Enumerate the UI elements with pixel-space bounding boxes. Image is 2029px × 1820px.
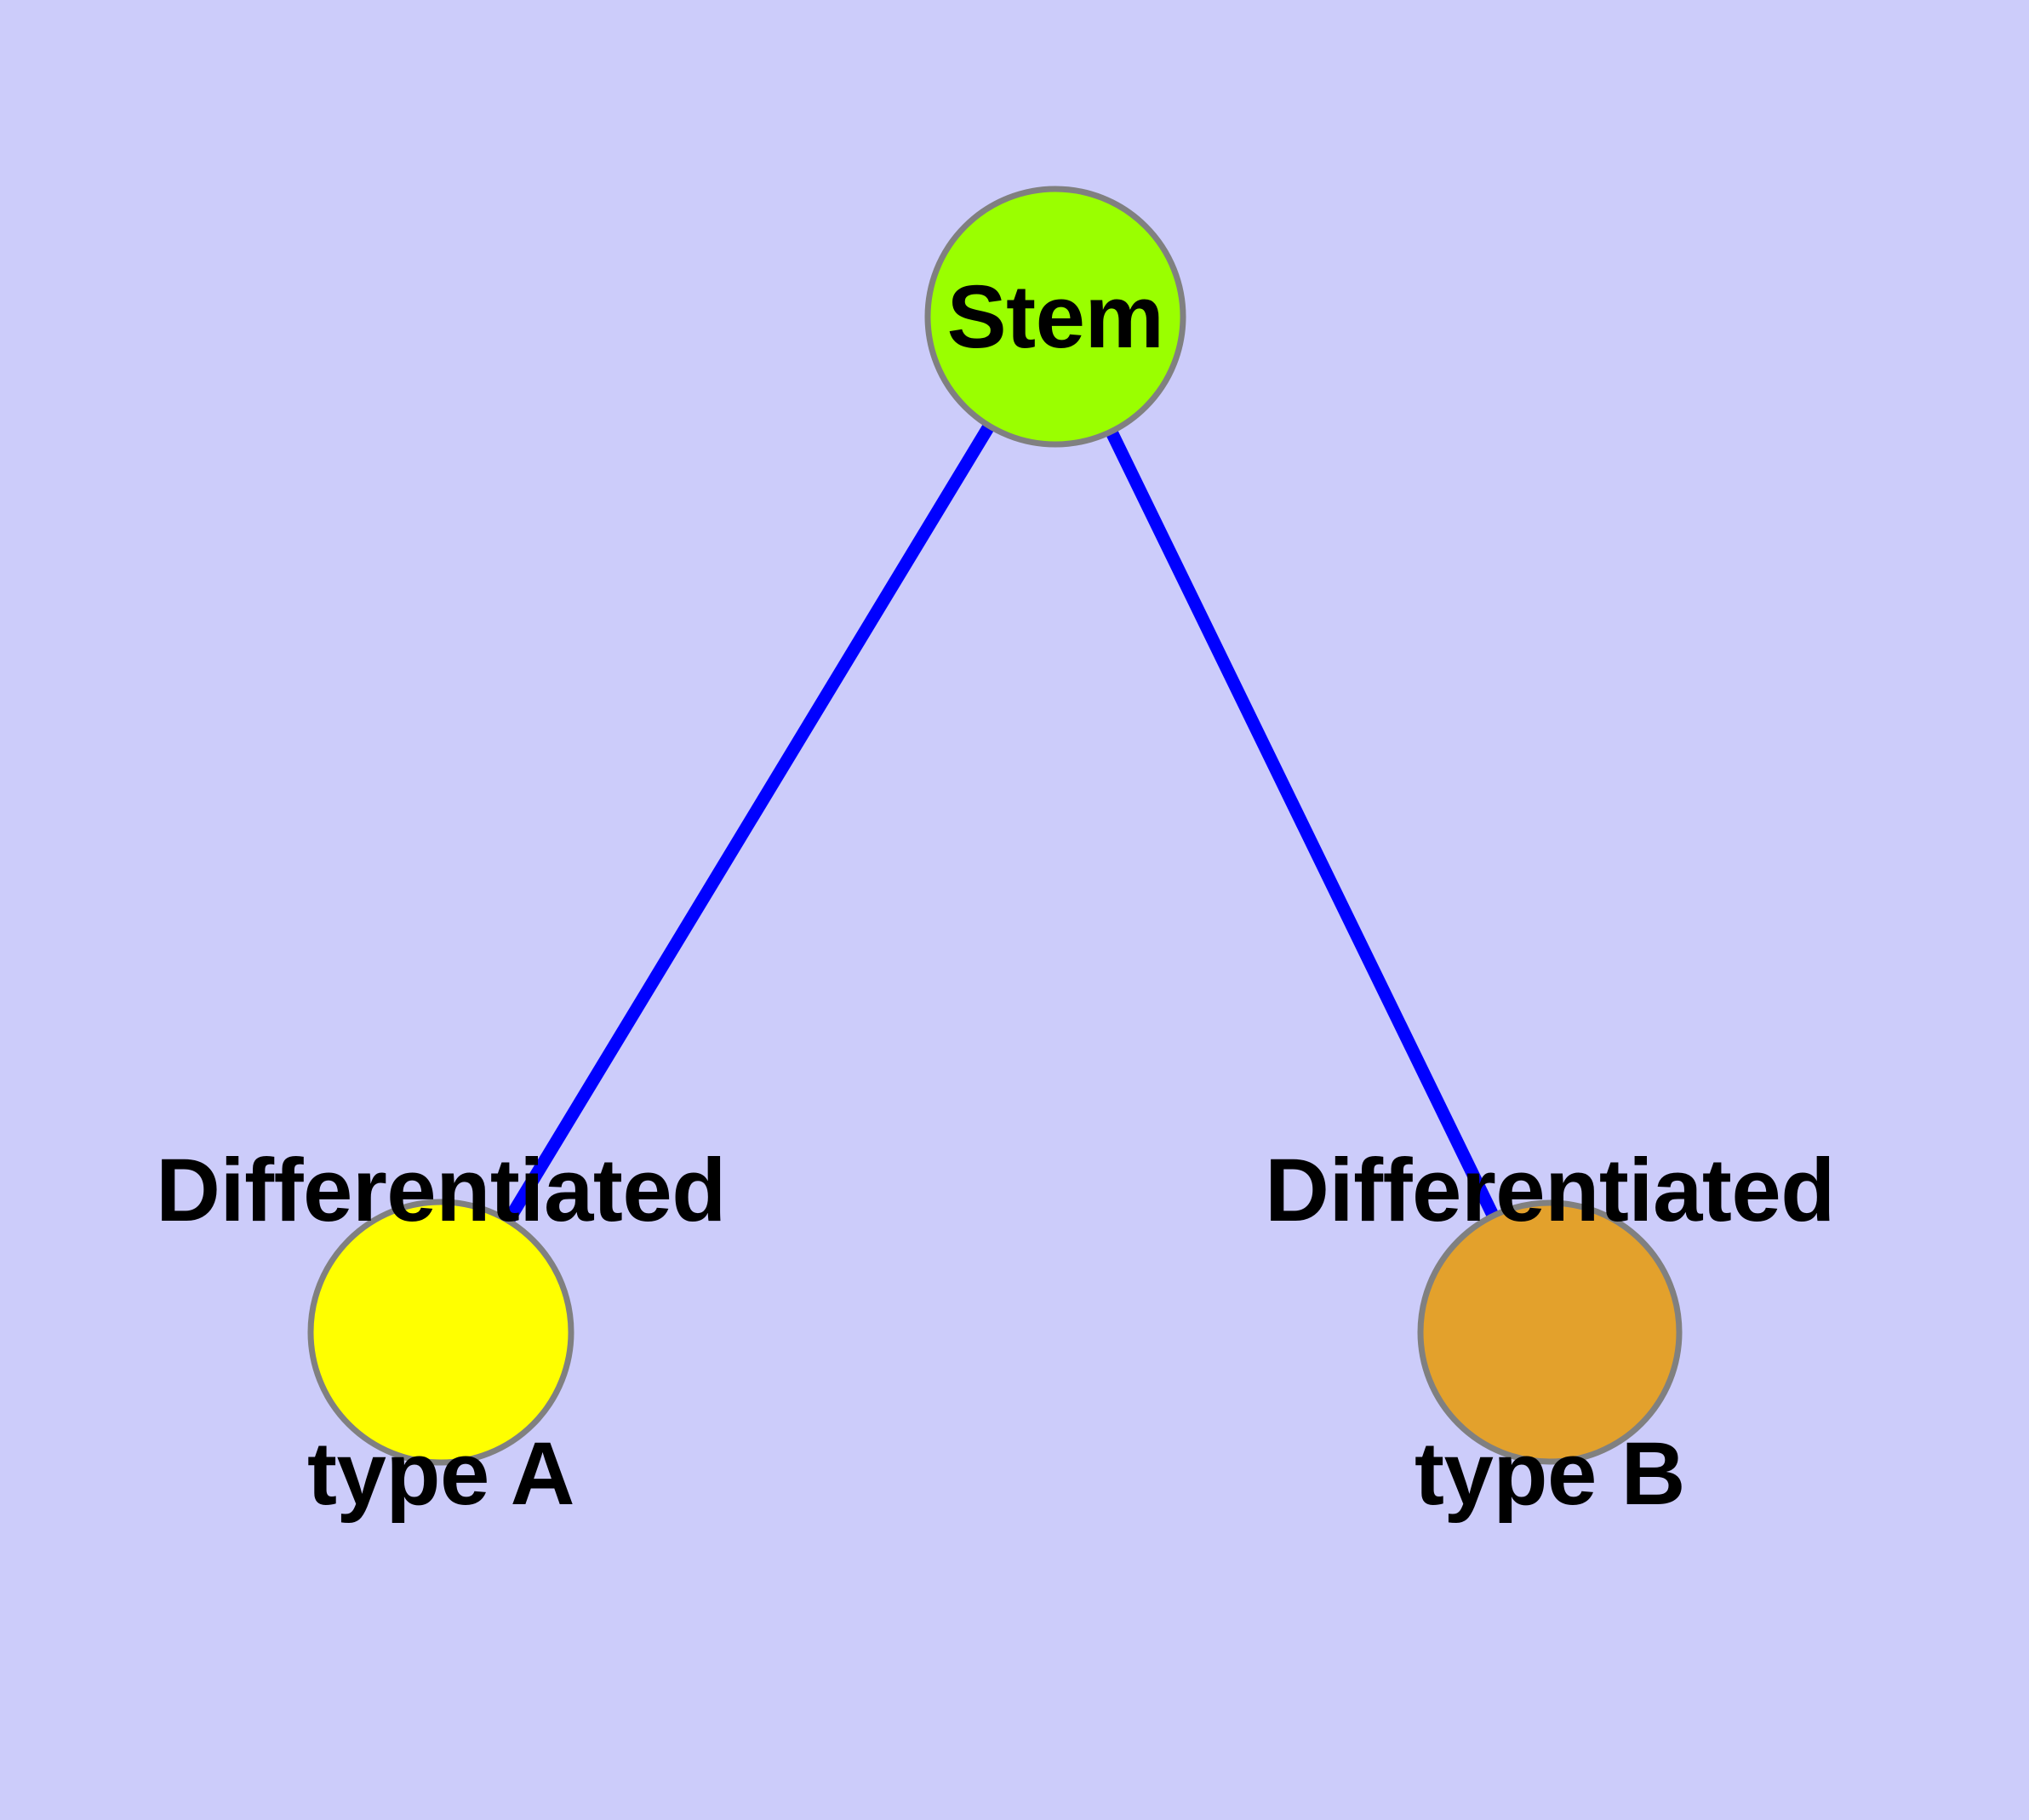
edge-layer: [503, 424, 1499, 1223]
node-layer: [307, 186, 1683, 1466]
node-differentiated-type-a[interactable]: [307, 1199, 574, 1466]
edge-stem-to-type-b[interactable]: [1106, 430, 1499, 1217]
node-differentiated-type-b[interactable]: [1417, 1199, 1683, 1465]
edge-stem-to-type-a[interactable]: [503, 424, 994, 1223]
node-stem[interactable]: [924, 186, 1186, 448]
